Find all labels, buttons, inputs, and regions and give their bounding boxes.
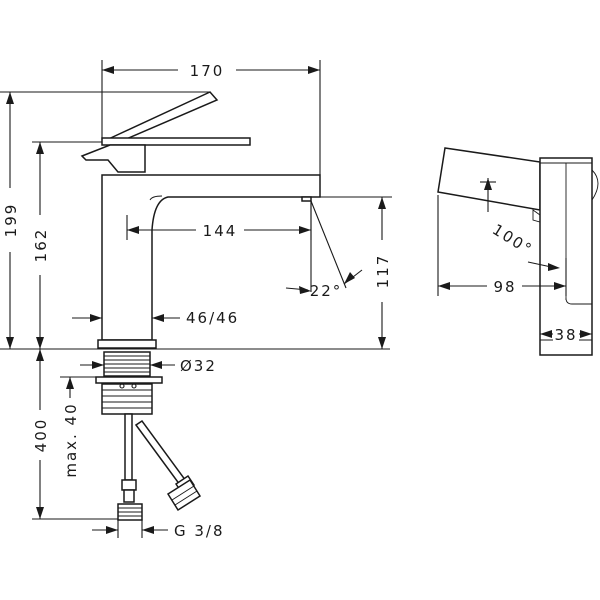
dimension-thread-32: Ø32 (180, 357, 217, 375)
dimension-depth-98: 98 (493, 278, 516, 296)
mounting-nut (95, 376, 163, 415)
base-plate (97, 339, 157, 349)
faucet-front-view (80, 91, 321, 521)
dimension-base-46-46: 46/46 (186, 309, 239, 327)
dimension-max-40: max. 40 (62, 402, 80, 477)
faucet-side-view (437, 147, 599, 356)
dimension-hose-400: 400 (32, 418, 50, 453)
dimension-height-199: 199 (2, 203, 20, 238)
side-dimensions: 100° 98 38 (437, 178, 592, 344)
dimension-width-170: 170 (190, 62, 225, 80)
supply-hoses (117, 413, 202, 521)
dimension-connection-g38: G 3/8 (174, 522, 225, 540)
dimension-angle-100: 100° (489, 220, 536, 259)
handle-cap (101, 137, 251, 146)
faucet-body (101, 174, 321, 341)
dimension-angle-22: 22° (310, 282, 343, 300)
dimension-reach-144: 144 (203, 222, 238, 240)
aerator (301, 196, 312, 202)
dimension-height-162: 162 (32, 228, 50, 263)
threaded-shank (103, 351, 151, 377)
dimension-width-38: 38 (554, 326, 577, 344)
front-dimensions: 170 199 162 144 22° (0, 60, 392, 540)
side-lever (437, 147, 541, 211)
dimension-height-117: 117 (374, 254, 392, 289)
handle-joint (80, 144, 146, 173)
